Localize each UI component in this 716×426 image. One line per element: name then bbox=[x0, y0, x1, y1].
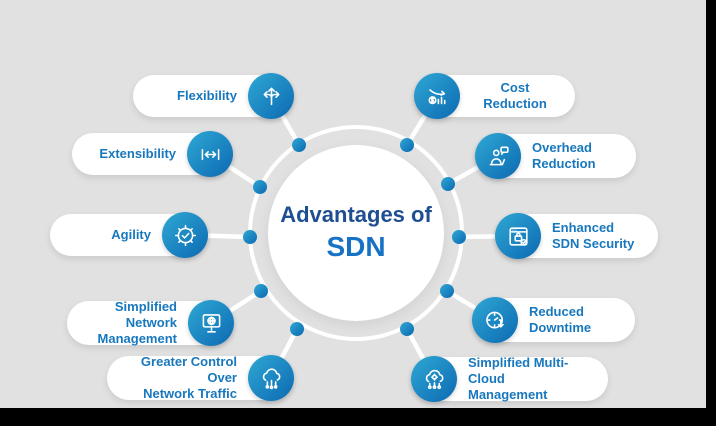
pill-greater-control-over-network-traffic-label: Greater Control Over Network Traffic bbox=[140, 353, 237, 402]
pill-reduced-downtime-label: Reduced Downtime bbox=[529, 303, 592, 335]
bottom-frame-bar bbox=[0, 408, 716, 426]
pill-greater-control-over-network-traffic: Greater Control Over Network Traffic bbox=[107, 353, 294, 402]
pill-simplified-network-management: Simplified Network Management bbox=[67, 298, 234, 347]
extensibility-icon bbox=[187, 131, 233, 177]
hub-title-line2: SDN bbox=[326, 231, 386, 263]
flexibility-icon bbox=[248, 73, 294, 119]
pill-simplified-multi-cloud-management: Simplified Multi-Cloud Management bbox=[411, 354, 608, 403]
pill-extensibility-label: Extensibility bbox=[99, 145, 176, 161]
agility-icon bbox=[162, 212, 208, 258]
pill-overhead-reduction: Overhead Reduction bbox=[475, 133, 636, 179]
pill-reduced-downtime: Reduced Downtime bbox=[472, 297, 635, 343]
pill-enhanced-sdn-security-label: Enhanced SDN Security bbox=[552, 219, 635, 251]
pill-enhanced-sdn-security: Enhanced SDN Security bbox=[495, 213, 658, 259]
cost-reduction-icon bbox=[414, 73, 460, 119]
pill-cost-reduction-label: Cost Reduction bbox=[483, 79, 547, 111]
overhead-reduction-icon bbox=[475, 133, 521, 179]
pill-extensibility: Extensibility bbox=[72, 131, 233, 177]
network-management-icon bbox=[188, 300, 234, 346]
pill-agility: Agility bbox=[50, 212, 208, 258]
pill-cost-reduction: Cost Reduction bbox=[414, 73, 575, 119]
reduced-downtime-icon bbox=[472, 297, 518, 343]
pill-flexibility: Flexibility bbox=[133, 73, 294, 119]
traffic-control-icon bbox=[248, 355, 294, 401]
pill-simplified-network-management-label: Simplified Network Management bbox=[97, 298, 177, 347]
pill-agility-label: Agility bbox=[111, 226, 151, 242]
hub-title-line1: Advantages of bbox=[280, 202, 432, 227]
pill-simplified-multi-cloud-management-label: Simplified Multi-Cloud Management bbox=[468, 354, 569, 403]
pill-flexibility-label: Flexibility bbox=[177, 87, 237, 103]
connector-dots bbox=[243, 138, 466, 336]
center-hub: Advantages of SDN bbox=[268, 145, 444, 321]
sdn-security-icon bbox=[495, 213, 541, 259]
pill-overhead-reduction-label: Overhead Reduction bbox=[532, 139, 596, 171]
multi-cloud-management-icon bbox=[411, 356, 457, 402]
right-frame-bar bbox=[706, 0, 716, 426]
